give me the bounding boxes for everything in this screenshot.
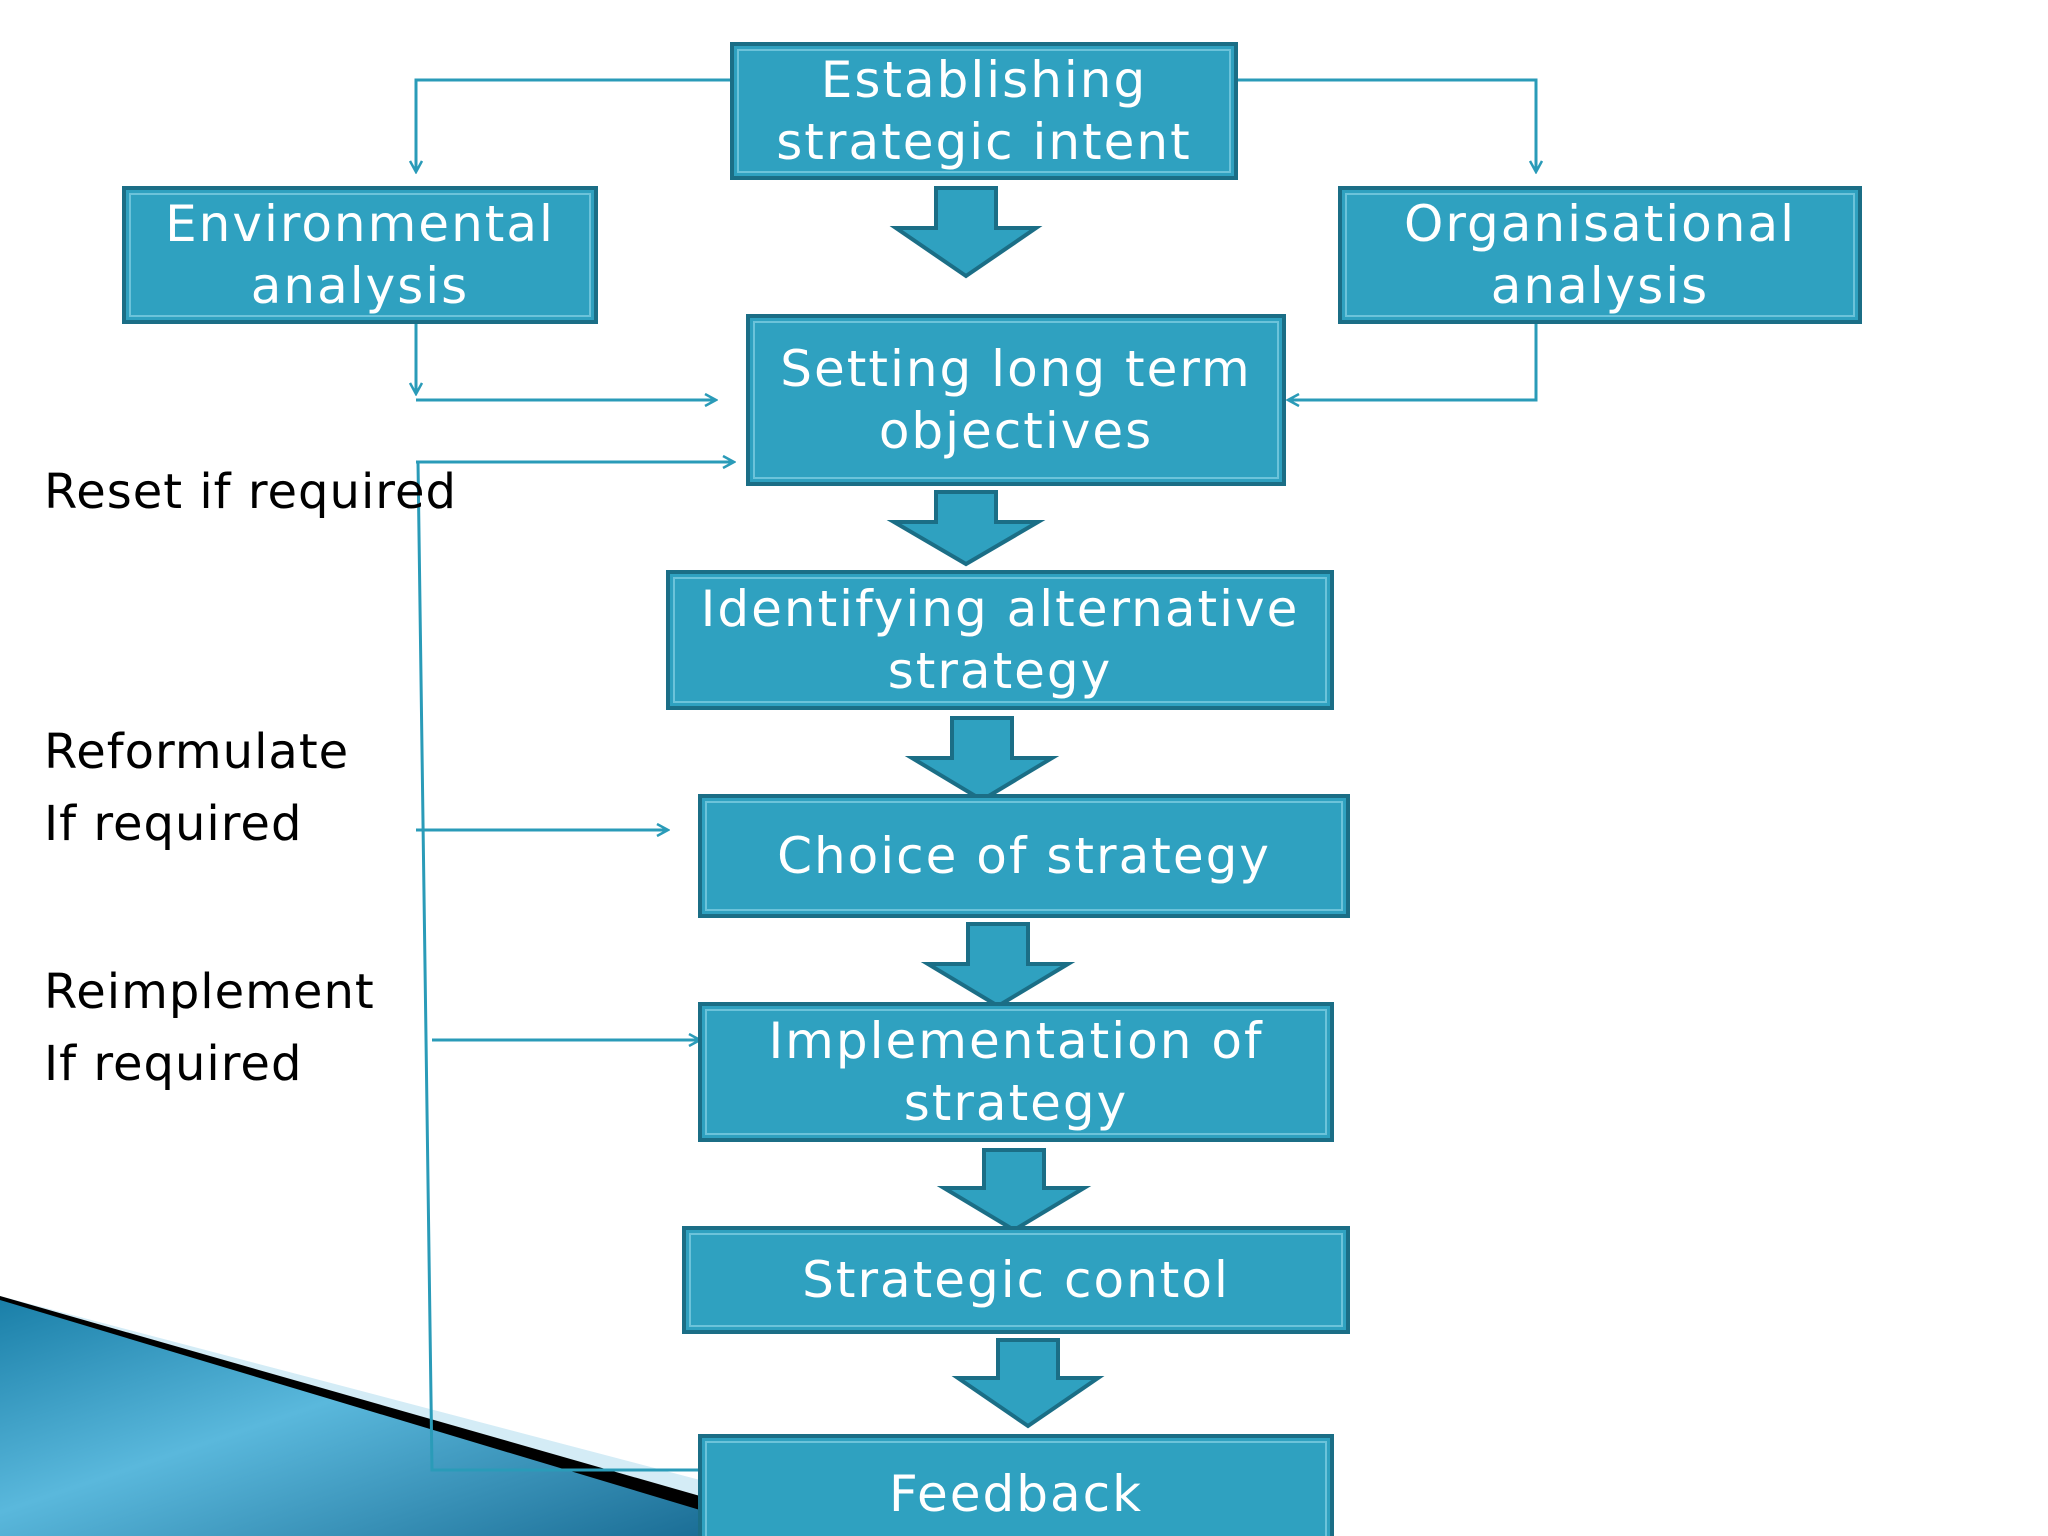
strategic-control-box: Strategic contol — [682, 1226, 1350, 1334]
connector-organisational-to-objectives — [1288, 322, 1538, 400]
block-arrow-6 — [951, 1338, 1105, 1429]
block-arrow-3 — [904, 716, 1060, 803]
identifying-alternative-strategy-box: Identifying alternative strategy — [666, 570, 1334, 710]
block-arrows — [886, 186, 1105, 1429]
choice-of-strategy-label: Choice of strategy — [777, 827, 1271, 885]
block-arrow-4 — [920, 922, 1076, 1009]
feedback-label: Feedback — [888, 1465, 1144, 1523]
block-arrow-5 — [936, 1148, 1092, 1233]
block-arrow-1 — [889, 186, 1043, 279]
feedback-box: Feedback — [698, 1434, 1334, 1536]
block-arrow-2 — [886, 490, 1046, 567]
implementation-of-strategy-label: Implementation of strategy — [768, 1012, 1264, 1132]
organisational-analysis-label: Organisational analysis — [1404, 195, 1796, 315]
choice-of-strategy-box: Choice of strategy — [698, 794, 1350, 918]
setting-long-term-objectives-label: Setting long term objectives — [780, 340, 1252, 460]
environmental-analysis-label: Environmental analysis — [165, 195, 555, 315]
reimplement-if-required-label: Reimplement If required — [44, 964, 375, 1092]
reformulate-if-required-label: Reformulate If required — [44, 724, 350, 852]
feedback-loop-line — [416, 461, 706, 1472]
organisational-analysis-box: Organisational analysis — [1338, 186, 1862, 324]
connector-intent-to-organisational — [1236, 78, 1536, 172]
connectors — [416, 78, 1538, 1472]
decorative-wedge — [0, 1296, 700, 1536]
implementation-of-strategy-box: Implementation of strategy — [698, 1002, 1334, 1142]
environmental-analysis-box: Environmental analysis — [122, 186, 598, 324]
connector-intent-to-environmental — [416, 78, 732, 172]
establishing-strategic-intent-label: Establishing strategic intent — [776, 51, 1192, 171]
identifying-alternative-strategy-label: Identifying alternative strategy — [700, 580, 1300, 700]
strategic-control-label: Strategic contol — [802, 1251, 1230, 1309]
establishing-strategic-intent-box: Establishing strategic intent — [730, 42, 1238, 180]
reset-if-required-label: Reset if required — [44, 464, 457, 520]
setting-long-term-objectives-box: Setting long term objectives — [746, 314, 1286, 486]
